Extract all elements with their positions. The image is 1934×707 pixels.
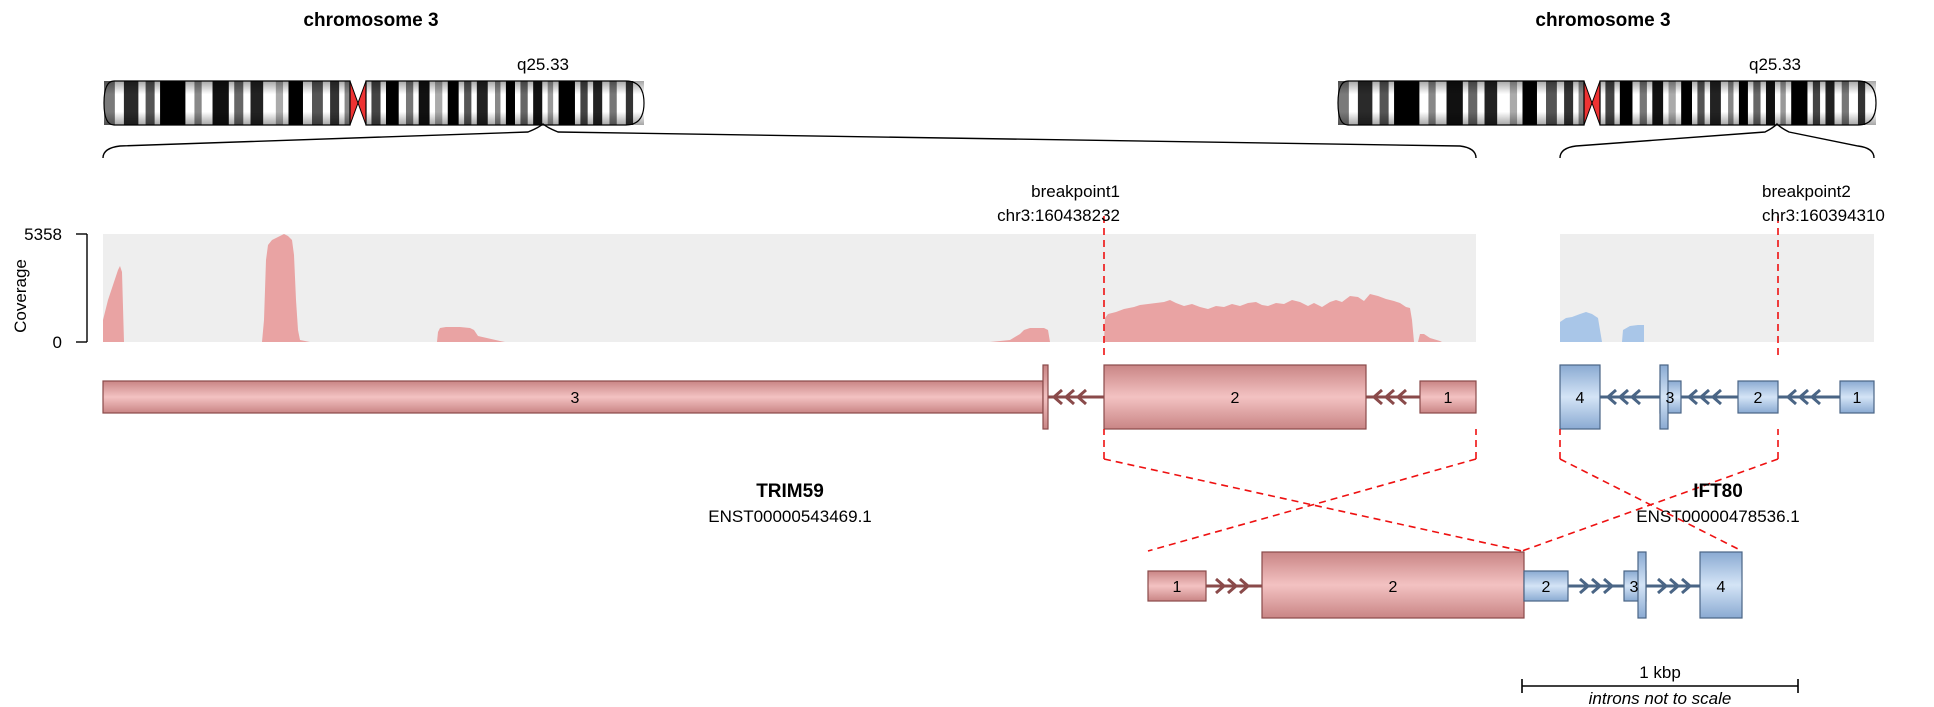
- fusion-exon-2-trim59: [1261, 551, 1525, 619]
- fusion-exon-3-ift80: [1637, 551, 1647, 619]
- left-chromosome-title: chromosome 3: [303, 10, 438, 31]
- coverage-axis-label: Coverage: [11, 259, 30, 333]
- fusion-intron-2-arrows: [1579, 577, 1615, 595]
- centromere: [1583, 80, 1601, 126]
- gene1-name: TRIM59: [756, 481, 824, 502]
- fusion-exon-2b-label: 2: [1542, 579, 1551, 596]
- fusion-projection-lines: [1103, 429, 1779, 552]
- left-coverage-track: [103, 234, 1442, 342]
- right-band-label: q25.33: [1749, 55, 1801, 74]
- right-zoom-bracket: [1559, 123, 1875, 159]
- ift80-intron-3-arrows: [1785, 388, 1821, 406]
- breakpoint1-label: breakpoint1: [1031, 182, 1120, 201]
- fusion-intron-1-arrows: [1215, 577, 1251, 595]
- ift80-intron-2-arrows: [1686, 388, 1722, 406]
- q-arm-outline: [365, 80, 645, 126]
- fusion-exon-4-ift80: [1699, 551, 1743, 619]
- right-chromosome-ideogram: [1337, 80, 1877, 126]
- left-zoom-bracket: [102, 123, 1477, 159]
- breakpoint2-position: chr3:160394310: [1762, 206, 1885, 225]
- trim59-intron-2-arrows: [1371, 388, 1407, 406]
- p-arm-shading: [1338, 81, 1584, 125]
- scale-bar-label: 1 kbp: [1639, 663, 1681, 682]
- q-arm-outline: [1599, 80, 1877, 126]
- gene1-transcript: ENST00000543469.1: [708, 507, 872, 526]
- scale-bar-note: introns not to scale: [1589, 689, 1732, 707]
- fusion-exon-1-label: 1: [1173, 579, 1182, 596]
- trim59-exon-3-cds: [1042, 364, 1049, 430]
- left-chromosome-ideogram: [103, 80, 645, 126]
- fusion-exon-3-label: 3: [1630, 579, 1639, 596]
- left-band-label: q25.33: [517, 55, 569, 74]
- coverage-min-label: 0: [53, 333, 62, 352]
- centromere: [349, 80, 367, 126]
- gene2-name: IFT80: [1693, 481, 1743, 502]
- scale-bar: [1521, 679, 1799, 693]
- breakpoint2-label: breakpoint2: [1762, 182, 1851, 201]
- trim59-exon-1-label: 1: [1444, 390, 1453, 407]
- coverage-max-label: 5358: [24, 225, 62, 244]
- trim59-exon-2-label: 2: [1231, 390, 1240, 407]
- fusion-intron-3-arrows: [1657, 577, 1693, 595]
- fusion-exon-2-label: 2: [1389, 579, 1398, 596]
- right-chromosome-title: chromosome 3: [1535, 10, 1670, 31]
- fusion-transcript-model: 1 2 2 3 4: [1147, 551, 1743, 619]
- ift80-gene-model: 4 3 2 1: [1559, 364, 1875, 430]
- p-arm-outline: [1337, 80, 1585, 126]
- trim59-intron-1-arrows: [1051, 388, 1087, 406]
- ift80-intron-1-arrows: [1605, 388, 1641, 406]
- trim59-exon-3-label: 3: [571, 390, 580, 407]
- ift80-exon-4-label: 4: [1576, 390, 1585, 407]
- right-coverage-track: [1560, 312, 1644, 342]
- fusion-exon-2-ift80: [1523, 570, 1569, 602]
- ift80-exon-2: [1737, 380, 1779, 414]
- trim59-exon-2: [1103, 364, 1367, 430]
- ift80-exon-3-label: 3: [1666, 390, 1675, 407]
- ift80-exon-1: [1839, 380, 1875, 414]
- ift80-exon-3: [1659, 364, 1669, 430]
- right-coverage-background: [1560, 234, 1874, 342]
- trim59-exon-1: [1419, 380, 1477, 414]
- q-arm-shading: [1600, 81, 1876, 125]
- fusion-exon-4-label: 4: [1717, 579, 1726, 596]
- ift80-exon-2-label: 2: [1754, 390, 1763, 407]
- trim59-gene-model: 3 2 1: [102, 364, 1477, 430]
- trim59-exon-3: [102, 380, 1044, 414]
- p-arm-outline: [103, 80, 351, 126]
- q-arm-shading: [366, 81, 644, 125]
- ift80-exon-1-label: 1: [1853, 390, 1862, 407]
- p-arm-shading: [104, 81, 350, 125]
- gene2-transcript: ENST00000478536.1: [1636, 507, 1800, 526]
- breakpoint1-position: chr3:160438232: [997, 206, 1120, 225]
